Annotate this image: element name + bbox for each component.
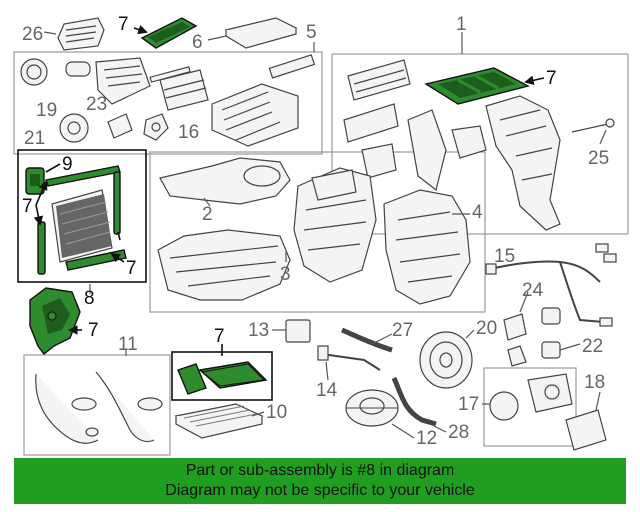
part-25-screw[interactable]	[571, 118, 615, 133]
leader-9	[45, 163, 61, 173]
callout-7: 7	[546, 68, 557, 89]
part-27-hose[interactable]	[341, 327, 393, 353]
callout-7: 7	[126, 258, 137, 279]
callout-15: 15	[494, 246, 515, 267]
callout-7: 7	[22, 196, 33, 217]
part-23-bracket[interactable]	[107, 113, 133, 139]
callout-6: 6	[192, 32, 203, 53]
part-7-seal-top[interactable]	[140, 17, 198, 49]
leader-10	[251, 411, 265, 417]
part-1-case-parts[interactable]	[343, 59, 561, 231]
callout-13: 13	[248, 320, 269, 341]
callout-25: 25	[588, 148, 609, 169]
part-7-seal-right[interactable]	[424, 67, 530, 105]
callout-2: 2	[202, 204, 213, 225]
callout-4: 4	[472, 202, 483, 223]
part-8-evaporator-core[interactable]	[51, 189, 113, 263]
leader-14	[325, 361, 329, 381]
callout-16: 16	[178, 122, 199, 143]
part-26-duct[interactable]	[57, 17, 105, 51]
part-2-housing[interactable]	[157, 157, 291, 301]
leader-25	[599, 129, 607, 145]
callout-26: 26	[22, 24, 43, 45]
part-15-harness[interactable]	[485, 243, 617, 327]
part-3-housing[interactable]	[293, 167, 377, 283]
leader-7d	[117, 231, 121, 241]
callout-1: 1	[456, 14, 467, 35]
group-frame-5	[13, 51, 323, 155]
info-banner: Part or sub-assembly is #8 in diagram Di…	[14, 458, 626, 504]
part-6-filter[interactable]	[224, 17, 298, 49]
callout-8[interactable]: 8	[84, 288, 95, 309]
part-24-brackets[interactable]	[503, 313, 527, 367]
callout-9: 9	[62, 154, 73, 175]
callout-14: 14	[316, 380, 338, 401]
part-7-outlet-seal[interactable]	[29, 287, 81, 355]
part-21-gear[interactable]	[59, 113, 89, 143]
leader-7-right	[524, 75, 545, 86]
part-22-actuators[interactable]	[541, 307, 561, 359]
leader-2	[203, 197, 211, 207]
part-9-clip[interactable]	[25, 167, 45, 195]
leader-7-top	[133, 25, 148, 35]
callout-5: 5	[306, 22, 317, 43]
leader-24	[519, 291, 529, 313]
part-5-panel[interactable]	[149, 54, 316, 147]
callout-17: 17	[458, 394, 479, 415]
callout-7: 7	[88, 320, 99, 341]
part-17-actuator-group[interactable]	[483, 367, 577, 447]
part-7-filter-seals[interactable]	[177, 361, 268, 395]
leader-6	[207, 35, 227, 41]
callout-11: 11	[118, 334, 138, 355]
callout-22: 22	[582, 336, 603, 357]
leader-7b	[33, 204, 44, 226]
part-14-sensor[interactable]	[317, 345, 381, 371]
callout-23: 23	[86, 94, 107, 115]
part-10-cabin-filter[interactable]	[174, 403, 264, 439]
leader-20	[465, 329, 475, 339]
group-frame-8[interactable]	[17, 149, 147, 283]
callout-18: 18	[584, 372, 605, 393]
part-28-hose[interactable]	[391, 376, 437, 427]
leader-7a	[35, 180, 48, 206]
leader-26	[43, 31, 57, 35]
banner-line-1: Part or sub-assembly is #8 in diagram	[185, 462, 455, 479]
leader-28	[433, 425, 447, 433]
callout-10: 10	[266, 402, 287, 423]
callout-21: 21	[24, 128, 45, 149]
leader-7c	[110, 252, 125, 263]
part-11-pipes[interactable]	[35, 371, 163, 444]
part-13-resistor[interactable]	[285, 319, 311, 343]
part-23-actuator[interactable]	[65, 57, 151, 105]
group-frame-housing	[149, 151, 486, 313]
callout-27: 27	[392, 320, 413, 341]
callout-3: 3	[280, 264, 291, 285]
group-frame-1	[331, 53, 629, 235]
leader-27	[371, 333, 393, 345]
part-4-housing[interactable]	[383, 189, 471, 305]
leader-22	[559, 343, 581, 351]
callout-24: 24	[522, 280, 544, 301]
callout-7: 7	[214, 326, 225, 347]
leader-18	[595, 391, 601, 411]
banner-line-2: Diagram may not be specific to your vehi…	[165, 482, 475, 499]
leader-12	[391, 423, 415, 439]
part-16-motor[interactable]	[143, 113, 169, 141]
part-12-blower-motor[interactable]	[345, 389, 399, 427]
callout-28: 28	[448, 422, 469, 443]
callout-7: 7	[118, 14, 129, 35]
part-18-module[interactable]	[565, 409, 607, 451]
callout-19: 19	[36, 100, 57, 121]
callout-20: 20	[476, 318, 497, 339]
part-20-fan-wheel[interactable]	[419, 331, 473, 389]
part-19-knob[interactable]	[20, 58, 48, 86]
group-frame-11	[23, 354, 171, 456]
callout-12: 12	[416, 428, 437, 449]
